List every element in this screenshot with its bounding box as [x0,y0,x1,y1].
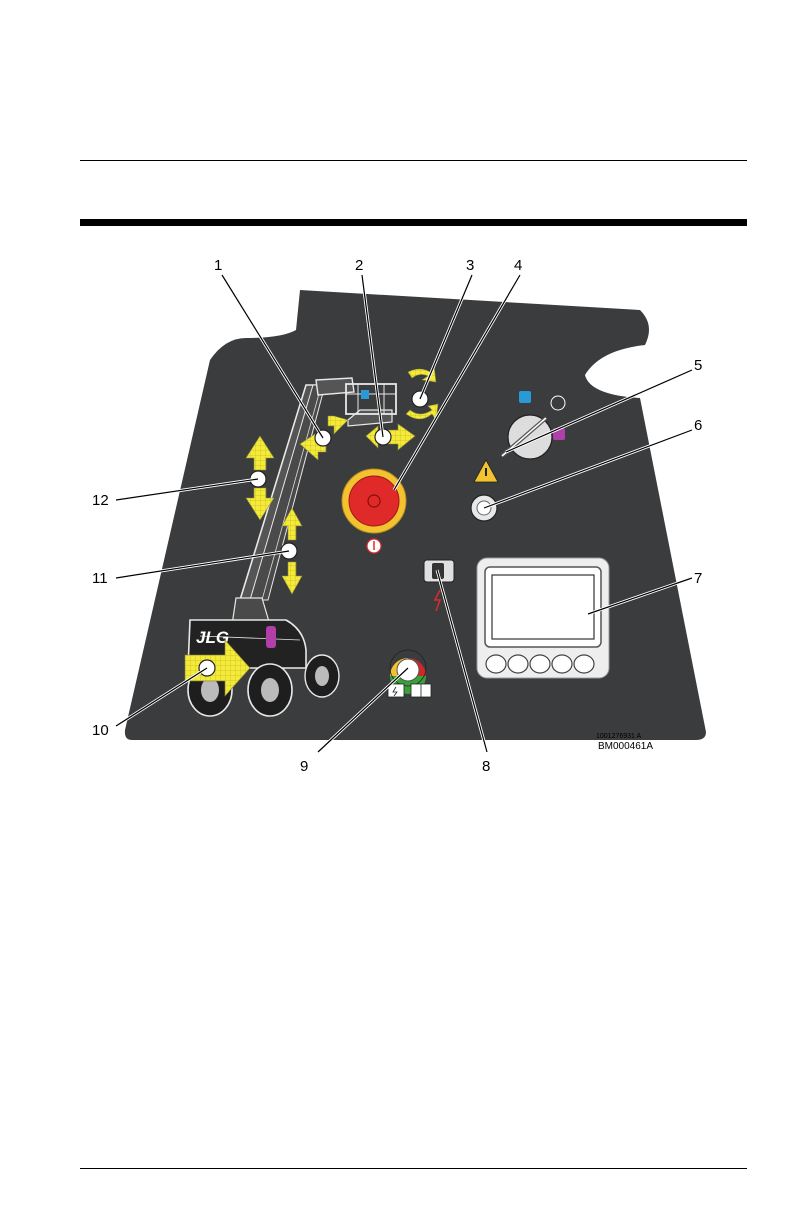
brand-logo: JLG [196,628,229,647]
callout-2: 2 [355,257,363,274]
callout-5: 5 [694,357,702,374]
callout-9: 9 [300,758,308,775]
callout-7: 7 [694,570,702,587]
part-number: 1001276931 A [596,733,641,740]
callout-12: 12 [92,492,109,509]
callout-3: 3 [466,257,474,274]
figure-id: BM000461A [598,741,653,752]
display-screen [477,558,609,678]
callout-11: 11 [92,570,108,587]
callout-6: 6 [694,417,702,434]
callout-8: 8 [482,758,490,775]
callout-4: 4 [514,257,522,274]
callout-1: 1 [214,257,222,274]
book-icon [411,684,431,697]
callout-10: 10 [92,722,109,739]
